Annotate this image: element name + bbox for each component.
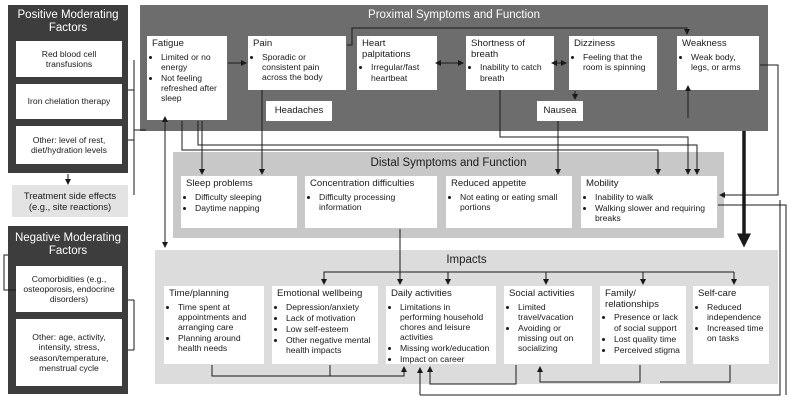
daily-bullet: Impact on career xyxy=(400,354,491,364)
heart-bullet: Irregular/fast heartbeat xyxy=(371,62,432,82)
dizziness-title: Dizziness xyxy=(574,38,616,49)
family-bullet: Perceived stigma xyxy=(614,345,681,355)
daily-title: Daily activities xyxy=(391,288,452,299)
concentration-title: Concentration difficulties xyxy=(310,178,415,189)
dizziness-box: Dizziness Feeling that the room is spinn… xyxy=(569,36,657,90)
fatigue-bullet: Limited or no energy xyxy=(161,52,222,72)
weakness-box: Weakness Weak body, legs, or arms xyxy=(677,36,759,90)
selfcare-bullet: Reduced independence xyxy=(707,302,764,322)
selfcare-title: Self-care xyxy=(698,288,737,299)
family-bullet: Lost quality time xyxy=(614,334,681,344)
pain-title: Pain xyxy=(253,38,273,49)
emotional-bullet: Low self-esteem xyxy=(286,324,373,334)
sleep-bullet: Difficulty sleeping xyxy=(195,192,292,202)
weakness-bullet: Weak body, legs, or arms xyxy=(691,52,754,72)
time-bullet: Time spent at appointments and arranging… xyxy=(178,302,259,332)
sob-title: Shortness of breath xyxy=(471,38,525,60)
positive-factors-title: Positive Moderating Factors xyxy=(17,9,119,35)
daily-bullet: Missing work/education xyxy=(400,343,491,353)
mobility-bullet: Inability to walk xyxy=(595,192,712,202)
negative-factor-item: Other: age, activity, intensity, stress,… xyxy=(16,319,122,386)
positive-factor-item: Iron chelation therapy xyxy=(16,84,122,119)
time-title: Time/planning xyxy=(169,288,229,299)
time-box: Time/planning Time spent at appointments… xyxy=(164,286,264,364)
sob-box: Shortness of breath Inability to catch b… xyxy=(466,36,554,90)
proximal-title: Proximal Symptoms and Function xyxy=(368,9,540,21)
sleep-box: Sleep problems Difficulty sleeping Dayti… xyxy=(181,176,297,228)
sob-bullet: Inability to catch breath xyxy=(480,62,549,82)
negative-factors-title: Negative Moderating Factors xyxy=(14,232,122,258)
appetite-title: Reduced appetite xyxy=(451,178,527,189)
family-title: Family/ relationships xyxy=(605,288,659,310)
dizziness-bullet: Feeling that the room is spinning xyxy=(583,52,652,72)
arrow xyxy=(128,299,135,351)
social-bullet: Avoiding or missing out on socializing xyxy=(518,323,587,353)
headaches-box: Headaches xyxy=(266,101,332,121)
sleep-bullet: Daytime napping xyxy=(195,203,292,213)
sleep-title: Sleep problems xyxy=(186,178,253,189)
distal-title: Distal Symptoms and Function xyxy=(370,157,527,169)
weakness-title: Weakness xyxy=(682,38,727,49)
family-bullet: Presence or lack of social support xyxy=(614,312,681,332)
time-bullet: Planning around health needs xyxy=(178,333,259,353)
mobility-bullet: Walking slower and requiring breaks xyxy=(595,203,712,223)
emotional-bullet: Lack of motivation xyxy=(286,313,373,323)
nausea-box: Nausea xyxy=(537,101,583,121)
emotional-box: Emotional wellbeing Depression/anxiety L… xyxy=(272,286,378,364)
concentration-box: Concentration difficulties Difficulty pr… xyxy=(305,176,437,228)
fatigue-bullet: Not feeling refreshed after sleep xyxy=(161,73,222,103)
emotional-title: Emotional wellbeing xyxy=(277,288,363,299)
social-bullet: Limited travel/vacation xyxy=(518,302,587,322)
proximal-panel xyxy=(140,5,768,131)
concentration-bullet: Difficulty processing information xyxy=(319,192,432,212)
negative-factor-item: Comorbidities (e.g., osteoporosis, endoc… xyxy=(16,266,122,312)
social-box: Social activities Limited travel/vacatio… xyxy=(504,286,592,364)
emotional-bullet: Other negative mental health impacts xyxy=(286,335,373,355)
heart-box: Heart palpitations Irregular/fast heartb… xyxy=(357,36,437,90)
pain-bullet: Sporadic or consistent pain across the b… xyxy=(262,52,341,82)
social-title: Social activities xyxy=(509,288,575,299)
impacts-title: Impacts xyxy=(446,254,487,266)
daily-bullet: Limitations in performing household chor… xyxy=(400,302,491,343)
heart-title: Heart palpitations xyxy=(362,38,411,60)
family-box: Family/ relationships Presence or lack o… xyxy=(600,286,686,364)
emotional-bullet: Depression/anxiety xyxy=(286,302,373,312)
daily-box: Daily activities Limitations in performi… xyxy=(386,286,496,364)
appetite-box: Reduced appetite Not eating or eating sm… xyxy=(446,176,572,228)
appetite-bullet: Not eating or eating small portions xyxy=(460,192,567,212)
mobility-title: Mobility xyxy=(586,178,619,189)
pain-box: Pain Sporadic or consistent pain across … xyxy=(248,36,346,90)
selfcare-box: Self-care Reduced independence Increased… xyxy=(693,286,769,364)
selfcare-bullet: Increased time on tasks xyxy=(707,323,764,343)
mobility-box: Mobility Inability to walk Walking slowe… xyxy=(581,176,717,228)
fatigue-title: Fatigue xyxy=(152,38,184,49)
positive-factor-item: Other: level of rest, diet/hydration lev… xyxy=(16,126,122,164)
positive-factor-item: Red blood cell transfusions xyxy=(16,41,122,77)
fatigue-box: Fatigue Limited or no energy Not feeling… xyxy=(147,36,227,120)
treatment-side-effects: Treatment side effects (e.g., site react… xyxy=(12,185,128,217)
